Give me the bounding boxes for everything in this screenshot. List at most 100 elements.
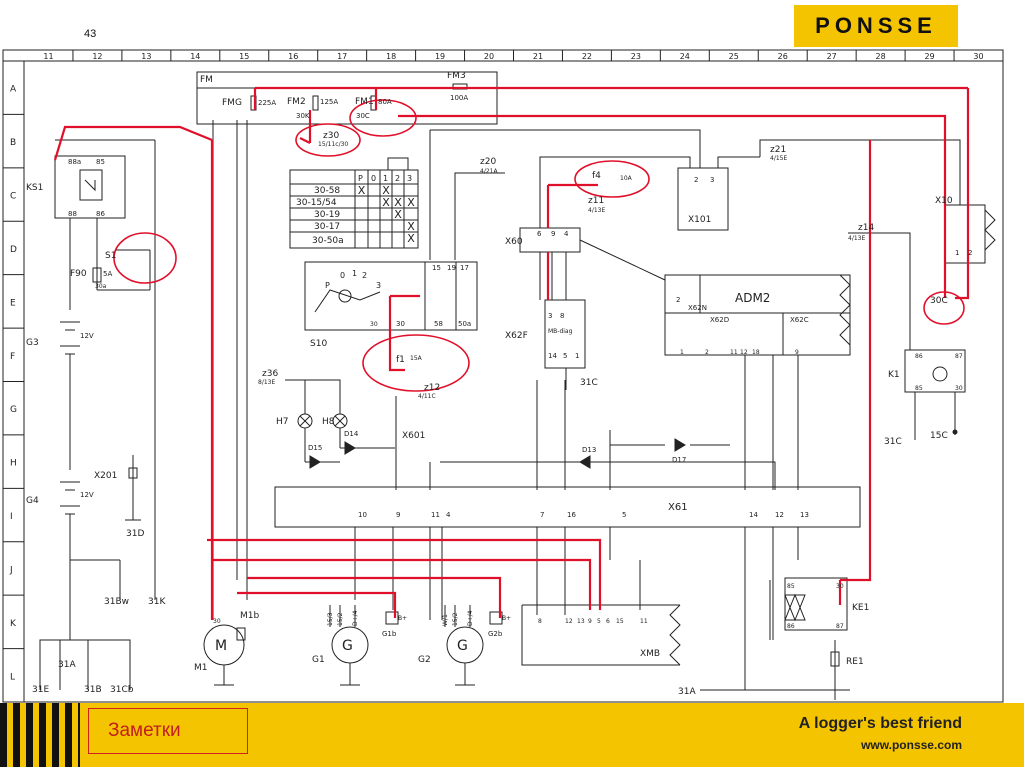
label-X601: X601 — [402, 431, 425, 441]
label-X62F: X62F — [505, 331, 528, 341]
label-x61-14: 14 — [749, 511, 758, 519]
label-z14: z14 — [858, 223, 874, 233]
label-z14-sub: 4/13E — [848, 235, 865, 242]
label-x61-7: 7 — [540, 511, 544, 519]
grid-col-label: 28 — [876, 52, 886, 61]
label-g1-d4: D+/4 — [352, 610, 359, 626]
label-g2-15-2: 15/2 — [452, 612, 459, 626]
label-x62f-3: 3 — [548, 312, 552, 320]
grid-col-label: 23 — [631, 52, 641, 61]
label-xmb-5: 5 — [597, 618, 601, 625]
label-x62d-12: 12 — [740, 349, 748, 356]
switch-table-mark: X — [407, 220, 415, 233]
label-table-1: 1 — [383, 174, 388, 183]
grid-col-label: 14 — [190, 52, 200, 61]
grid-row-label: G — [10, 405, 17, 415]
grid-col-label: 21 — [533, 52, 543, 61]
label-x62d-18: 18 — [752, 349, 760, 356]
label-FM2: FM2 — [287, 97, 306, 107]
label-P: P — [325, 281, 330, 290]
label-ks1-86: 86 — [96, 210, 105, 218]
label-xmb-8: 8 — [538, 618, 542, 625]
label-x62f-8: 8 — [560, 312, 564, 320]
label-k1-86: 86 — [915, 353, 923, 360]
label-x61-4: 4 — [446, 511, 451, 519]
website-link[interactable]: www.ponsse.com — [861, 738, 962, 752]
grid-col-label: 19 — [435, 52, 445, 61]
label-table-P: P — [358, 174, 363, 183]
grid-row-label: D — [10, 245, 17, 255]
label-s10-58: 58 — [434, 320, 443, 328]
label-xmb-6: 6 — [606, 618, 610, 625]
logo-background — [794, 5, 958, 47]
label-x60-9: 9 — [551, 230, 555, 238]
label-RE1: RE1 — [846, 657, 864, 667]
label-30-50a: 30-50a — [312, 236, 344, 246]
label-xmb-12: 12 — [565, 618, 573, 625]
label-x61-12: 12 — [775, 511, 784, 519]
label-z11: z11 — [588, 196, 604, 206]
grid-row-label: E — [10, 298, 16, 308]
grid-row-label: I — [10, 512, 13, 522]
label-F90-val: 5A — [103, 270, 112, 278]
label-table-3: 3 — [407, 174, 412, 183]
label-x10-1: 1 — [955, 249, 959, 257]
label-x62c-9: 9 — [795, 349, 799, 356]
grid-col-label: 26 — [778, 52, 788, 61]
label-G1: G1 — [312, 655, 325, 665]
label-31Cb: 31Cb — [110, 685, 134, 695]
slogan: A logger's best friend — [798, 715, 962, 732]
label-G-1: G — [342, 638, 353, 654]
switch-table-mark: X — [382, 196, 390, 209]
label-s10-50a: 50a — [458, 320, 471, 328]
grid-col-label: 13 — [141, 52, 151, 61]
label-z20-sub: 4/21A — [480, 168, 498, 175]
label-KS1: KS1 — [26, 183, 43, 193]
label-G2: G2 — [418, 655, 431, 665]
label-xmb-11: 11 — [640, 618, 648, 625]
label-X61: X61 — [668, 502, 688, 513]
label-x101-2: 2 — [694, 176, 698, 184]
label-ke1-30: 30 — [836, 583, 844, 590]
label-k1-87: 87 — [955, 353, 963, 360]
label-z20: z20 — [480, 157, 496, 167]
switch-table-mark: X — [407, 232, 415, 245]
label-X62N: X62N — [688, 304, 707, 312]
label-D14: D14 — [344, 430, 359, 438]
grid-col-label: 15 — [239, 52, 249, 61]
grid-col-label: 20 — [484, 52, 494, 61]
grid-row-label: F — [10, 352, 15, 362]
label-1: 1 — [352, 269, 357, 278]
grid-col-label: 29 — [924, 52, 934, 61]
grid-row-label: A — [10, 85, 17, 95]
label-D15: D15 — [308, 444, 322, 452]
label-M: M — [215, 638, 227, 654]
label-K1: K1 — [888, 370, 900, 380]
label-G4: G4 — [26, 496, 39, 506]
ponsse-logo: PONSSE — [815, 13, 937, 38]
grid-col-label: 25 — [729, 52, 739, 61]
label-G1b: G1b — [382, 630, 397, 638]
label-31C-x62f: 31C — [580, 378, 598, 388]
red-wiring — [53, 86, 970, 620]
label-g1-b: B+ — [398, 615, 407, 622]
label-FM3: FM3 — [447, 71, 466, 81]
label-xmb-9: 9 — [588, 618, 592, 625]
black-wiring — [39, 71, 996, 700]
page-number: 43 — [84, 28, 97, 40]
label-FMG: FMG — [222, 98, 242, 108]
label-xmb-15: 15 — [616, 618, 624, 625]
label-XMB: XMB — [640, 649, 660, 659]
switch-table-mark: X — [358, 184, 366, 197]
grid-row-label: L — [10, 672, 15, 682]
label-S1: S1 — [105, 251, 116, 261]
label-f1-val: 15A — [410, 355, 423, 362]
label-g2-d4: D+/4 — [467, 610, 474, 626]
label-31K: 31K — [148, 597, 166, 607]
label-ks1-88: 88 — [68, 210, 77, 218]
label-15C: 15C — [930, 431, 948, 441]
label-table-2: 2 — [395, 174, 400, 183]
label-ks1-88a: 88a — [68, 158, 81, 166]
